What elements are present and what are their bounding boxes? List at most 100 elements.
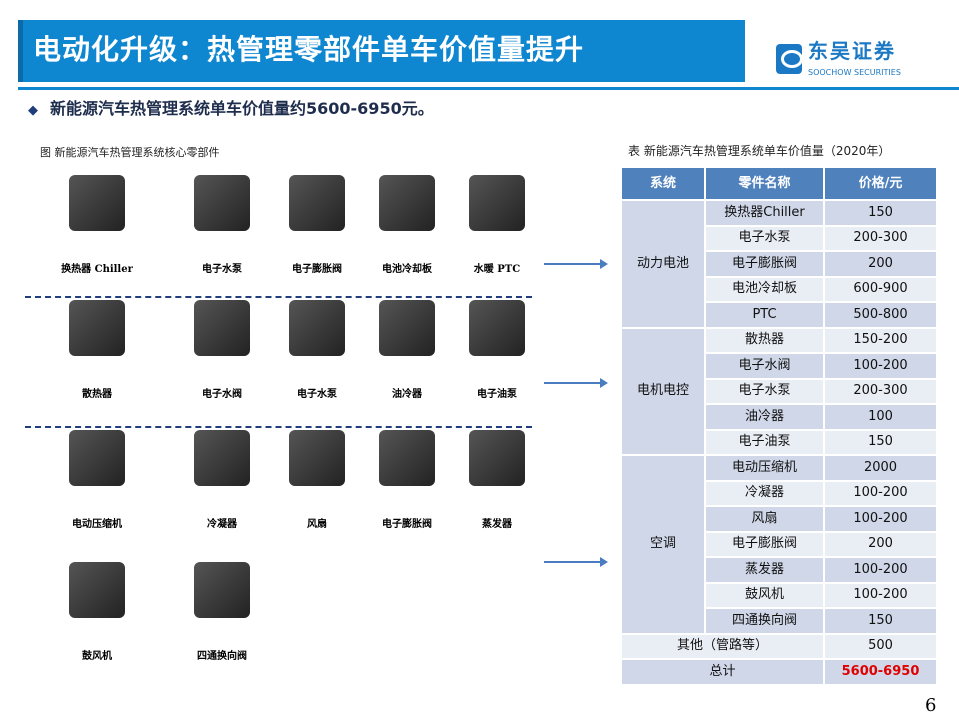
part-cell: 四通换向阀 [706, 609, 823, 633]
bullet-text: 新能源汽车热管理系统单车价值量约5600-6950元。 [50, 99, 434, 118]
part-cell: 油冷器 [706, 405, 823, 429]
product-image: 电动压缩机 [62, 430, 132, 530]
page-number: 6 [925, 695, 937, 716]
product-label: 电子水泵 [202, 264, 242, 275]
part-cell: 风扇 [706, 507, 823, 531]
product-photo [289, 430, 345, 486]
other-label: 其他（管路等） [622, 634, 823, 658]
product-photo [69, 430, 125, 486]
price-cell: 100-200 [825, 481, 936, 505]
product-label: 电子油泵 [477, 389, 517, 400]
product-photo [379, 430, 435, 486]
logo: 东吴证券 SOOCHOW SECURITIES [776, 40, 936, 82]
price-cell: 100-200 [825, 507, 936, 531]
other-value: 500 [825, 634, 936, 658]
product-image: 电子水泵 [187, 175, 257, 275]
part-cell: 电子水阀 [706, 354, 823, 378]
product-photo [69, 300, 125, 356]
product-image: 电子水泵 [282, 300, 352, 400]
part-cell: 冷凝器 [706, 481, 823, 505]
total-value: 5600-6950 [825, 660, 936, 684]
part-cell: 电子膨胀阀 [706, 532, 823, 556]
price-cell: 200-300 [825, 379, 936, 403]
price-cell: 200-300 [825, 226, 936, 250]
product-image: 电子油泵 [462, 300, 532, 400]
price-cell: 100 [825, 405, 936, 429]
product-label: 水暖 PTC [473, 264, 521, 275]
product-photo [379, 175, 435, 231]
total-label: 总计 [622, 660, 823, 684]
logo-text: 东吴证券 [808, 39, 896, 63]
product-label: 电子水阀 [202, 389, 242, 400]
product-label: 油冷器 [392, 389, 422, 400]
price-cell: 150 [825, 609, 936, 633]
arrow-icon [544, 378, 608, 388]
header-divider [18, 87, 959, 90]
product-photo [289, 300, 345, 356]
figure-caption: 图 新能源汽车热管理系统核心零部件 [40, 146, 220, 159]
product-label: 电池冷却板 [382, 264, 432, 275]
part-cell: 鼓风机 [706, 583, 823, 607]
divider [25, 296, 532, 298]
part-cell: 电子水泵 [706, 226, 823, 250]
other-row: 其他（管路等）500 [622, 634, 936, 658]
price-cell: 200 [825, 252, 936, 276]
bullet-point: ◆ 新能源汽车热管理系统单车价值量约5600-6950元。 [28, 98, 434, 122]
price-cell: 100-200 [825, 583, 936, 607]
product-image: 电子膨胀阀 [372, 430, 442, 530]
product-label: 电子水泵 [297, 389, 337, 400]
product-label: 风扇 [307, 519, 327, 530]
column-header: 零件名称 [706, 168, 823, 199]
price-cell: 150 [825, 201, 936, 225]
product-image: 鼓风机 [62, 562, 132, 662]
price-cell: 100-200 [825, 354, 936, 378]
product-image: 冷凝器 [187, 430, 257, 530]
product-photo [289, 175, 345, 231]
product-label: 蒸发器 [482, 519, 512, 530]
price-cell: 2000 [825, 456, 936, 480]
table-caption: 表 新能源汽车热管理系统单车价值量（2020年） [628, 144, 891, 158]
product-label: 散热器 [82, 389, 112, 400]
product-label: 电子膨胀阀 [382, 519, 432, 530]
price-cell: 600-900 [825, 277, 936, 301]
part-cell: 电子油泵 [706, 430, 823, 454]
arrow-icon [544, 557, 608, 567]
product-photo [69, 562, 125, 618]
product-photo [69, 175, 125, 231]
diamond-bullet-icon: ◆ [28, 103, 38, 118]
product-photo [469, 175, 525, 231]
product-photo [379, 300, 435, 356]
product-photo [194, 175, 250, 231]
system-cell: 电机电控 [622, 328, 704, 454]
product-image: 电子水阀 [187, 300, 257, 400]
system-cell: 动力电池 [622, 201, 704, 327]
product-image: 油冷器 [372, 300, 442, 400]
product-image: 散热器 [62, 300, 132, 400]
product-image: 蒸发器 [462, 430, 532, 530]
price-cell: 500-800 [825, 303, 936, 327]
product-label: 四通换向阀 [197, 651, 247, 662]
product-photo [469, 300, 525, 356]
column-header: 价格/元 [825, 168, 936, 199]
logo-mark-icon [776, 44, 803, 74]
product-photo [194, 300, 250, 356]
part-cell: 电动压缩机 [706, 456, 823, 480]
product-label: 冷凝器 [207, 519, 237, 530]
product-photo [194, 430, 250, 486]
